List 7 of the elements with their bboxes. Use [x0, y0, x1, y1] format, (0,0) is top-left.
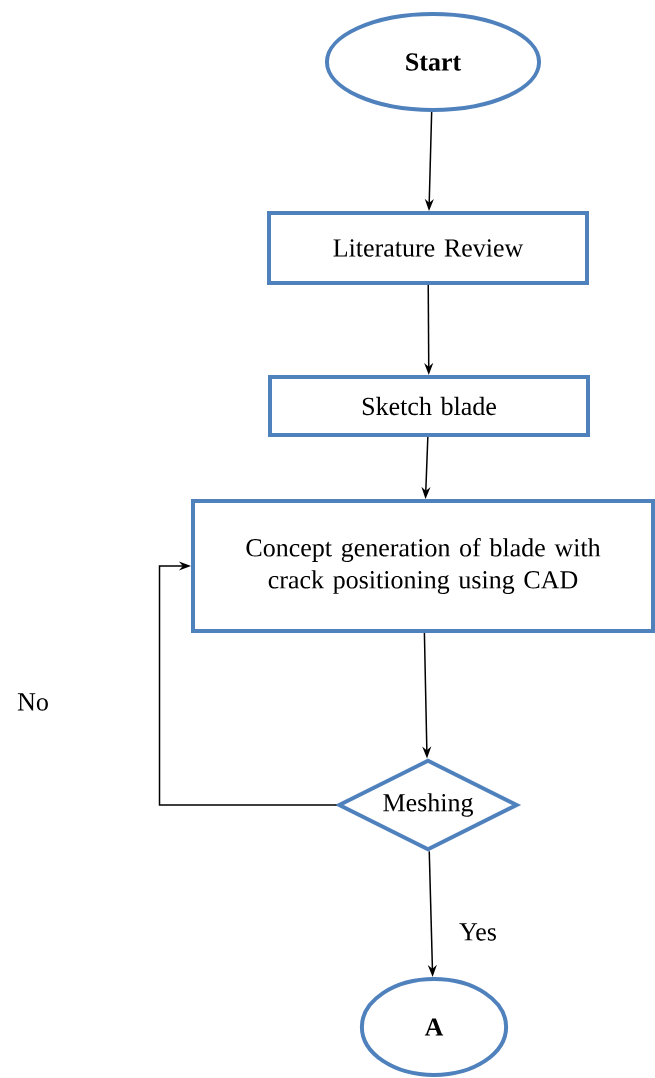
process-box: Literature Review — [267, 211, 589, 285]
edge-label: Yes — [457, 921, 499, 943]
edge-label: No — [15, 691, 51, 713]
start-oval: Start — [324, 12, 542, 112]
arrow — [158, 561, 338, 806]
process-box: Concept generation of blade with crack positioning using CAD — [191, 499, 655, 633]
process-box: Sketch blade — [268, 375, 590, 437]
